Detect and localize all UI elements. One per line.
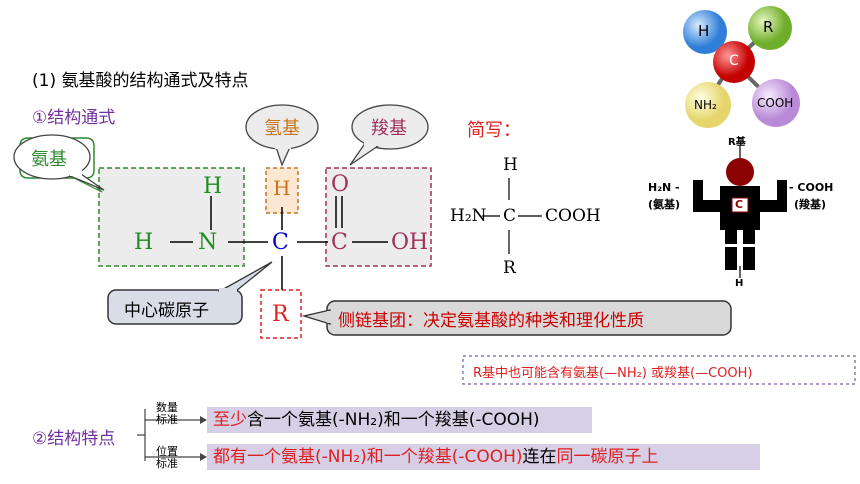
branch1-label: 数量标准 (156, 401, 178, 426)
short-c: C (503, 206, 517, 226)
atom-c-carboxyl: C (331, 230, 348, 255)
atom-h-top: H (203, 174, 223, 199)
r-dashed-box (260, 289, 302, 339)
feature2-red: 都有一个氨基(-NH₂)和一个羧基(-COOH) (213, 447, 523, 467)
feature2-red2: 同一碳原子上 (556, 447, 659, 467)
section1-title: ①结构通式 (32, 108, 116, 128)
person-r-label: R基 (728, 137, 746, 148)
atom-oh: OH (391, 230, 429, 255)
section2-title: ②结构特点 (32, 429, 116, 449)
atom-r: R (272, 302, 289, 327)
short-formula-label: 简写： (467, 120, 521, 141)
branch2-label: 位置标准 (156, 445, 178, 470)
feature1-row: 至少含一个氨基(-NH₂)和一个羧基(-COOH) (207, 407, 546, 433)
ball-r (748, 6, 792, 50)
person-right-bottom: (羧基) (794, 198, 827, 211)
person-h: H (735, 278, 744, 289)
hydrogen-dashed-box (265, 167, 299, 214)
person-c: C (735, 198, 744, 211)
feature1-black: 含一个氨基(-NH₂)和一个羧基(-COOH) (247, 410, 540, 430)
ball-nh2 (685, 82, 731, 128)
feature1-red: 至少 (213, 410, 247, 430)
person-left-bottom: (氨基) (648, 198, 681, 211)
carboxyl-bubble (351, 104, 429, 150)
atom-c-center: C (272, 230, 289, 255)
person-right-top: - COOH (789, 181, 834, 194)
note-text: R基中也可能含有氨基(—NH₂) 或羧基(—COOH) (473, 366, 753, 381)
central-carbon-box (107, 289, 243, 325)
atom-n: N (198, 230, 218, 255)
amino-bubble (13, 134, 91, 180)
carboxyl-dashed-box (325, 167, 432, 267)
ball-cooh-label: COOH (757, 96, 794, 110)
short-h: H (503, 155, 518, 175)
hydrogen-callout-label: 氢基 (264, 118, 300, 139)
short-cooh: COOH (545, 206, 601, 226)
central-carbon-label: 中心碳原子 (124, 301, 209, 321)
ball-cooh (752, 79, 800, 127)
feature2-black: 连在 (522, 447, 557, 467)
ball-c-label: C (729, 53, 739, 69)
ball-h (683, 10, 727, 54)
person-head (726, 158, 754, 186)
side-chain-label: 侧链基团：决定氨基酸的种类和理化性质 (338, 311, 644, 331)
short-r: R (503, 258, 516, 278)
amino-dashed-box (98, 167, 245, 267)
ball-r-label: R (763, 18, 774, 36)
feature2-row: 都有一个氨基(-NH₂)和一个羧基(-COOH)连在同一碳原子上 (207, 444, 665, 470)
heading: (1) 氨基酸的结构通式及特点 (32, 71, 249, 91)
ball-c (713, 41, 755, 83)
feature1-bg (207, 407, 592, 433)
short-h2n: H₂N (450, 206, 487, 226)
note-box (462, 355, 856, 385)
feature2-bg (207, 444, 760, 470)
atom-h-left: H (134, 230, 154, 255)
amino-callout-label: 氨基 (31, 149, 67, 170)
ball-h-label: H (698, 22, 710, 40)
atom-o: O (331, 172, 350, 197)
person-left-top: H₂N - (648, 181, 680, 194)
ball-nh2-label: NH₂ (694, 98, 717, 112)
atom-h-carbon: H (273, 176, 291, 200)
carboxyl-callout-label: 羧基 (371, 118, 407, 139)
